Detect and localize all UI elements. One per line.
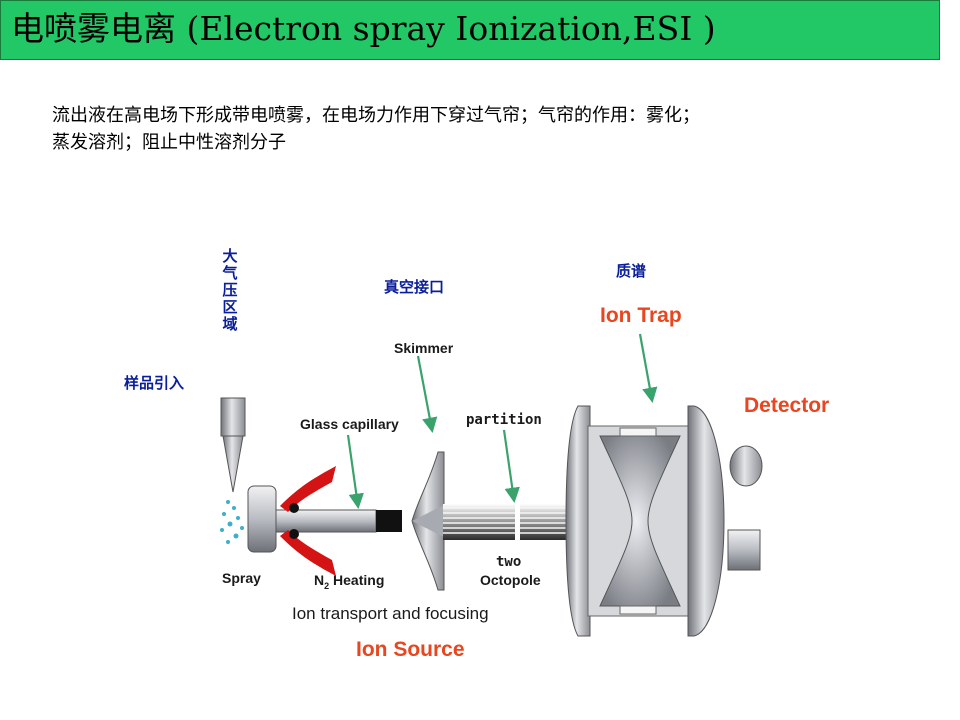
counter-electrode [247, 485, 277, 553]
title-bar: 电喷雾电离 (Electron spray Ionization,ESI ) [0, 0, 940, 60]
label-octopole: Octopole [480, 572, 541, 588]
nozzle-icon [220, 397, 246, 493]
slide-title: 电喷雾电离 (Electron spray Ionization,ESI ) [11, 9, 716, 48]
label-atmospheric-region: 大气压区域 [222, 247, 238, 333]
esi-diagram: 大气压区域 样品引入 真空接口 质谱 Ion Trap Detector Ski… [100, 230, 860, 670]
intro-line-2: 蒸发溶剂；阻止中性溶剂分子 [52, 132, 286, 153]
label-detector: Detector [744, 394, 830, 417]
label-skimmer: Skimmer [394, 340, 454, 356]
callout-arrows [346, 333, 658, 510]
label-heating: Heating [329, 572, 385, 588]
label-ion-source: Ion Source [356, 638, 465, 661]
label-ion-trap: Ion Trap [600, 304, 682, 327]
spray-droplets [220, 500, 244, 544]
label-vacuum-interface: 真空接口 [384, 278, 445, 296]
label-sample-inlet: 样品引入 [124, 374, 185, 392]
intro-text: 流出液在高电场下形成带电喷雾，在电场力作用下穿过气帘；气帘的作用：雾化； 蒸发溶… [52, 102, 912, 156]
ion-trap-icon [565, 405, 763, 637]
intro-line-1: 流出液在高电场下形成带电喷雾，在电场力作用下穿过气帘；气帘的作用：雾化； [52, 105, 700, 126]
label-mass-spec: 质谱 [616, 262, 647, 280]
label-spray: Spray [222, 570, 261, 586]
label-partition: partition [466, 412, 542, 428]
label-n2: N [314, 572, 325, 588]
label-ion-transport: Ion transport and focusing [292, 604, 489, 623]
label-two: two [496, 554, 522, 570]
diagram-drawing [220, 333, 763, 637]
capillary-icon [275, 509, 402, 533]
heater-icon [280, 466, 336, 576]
label-n2-subscript: 2 [324, 580, 330, 591]
skimmer-cone-icon [411, 451, 445, 591]
label-n2-heating: N2 Heating [314, 572, 384, 591]
label-glass-capillary: Glass capillary [300, 416, 399, 432]
